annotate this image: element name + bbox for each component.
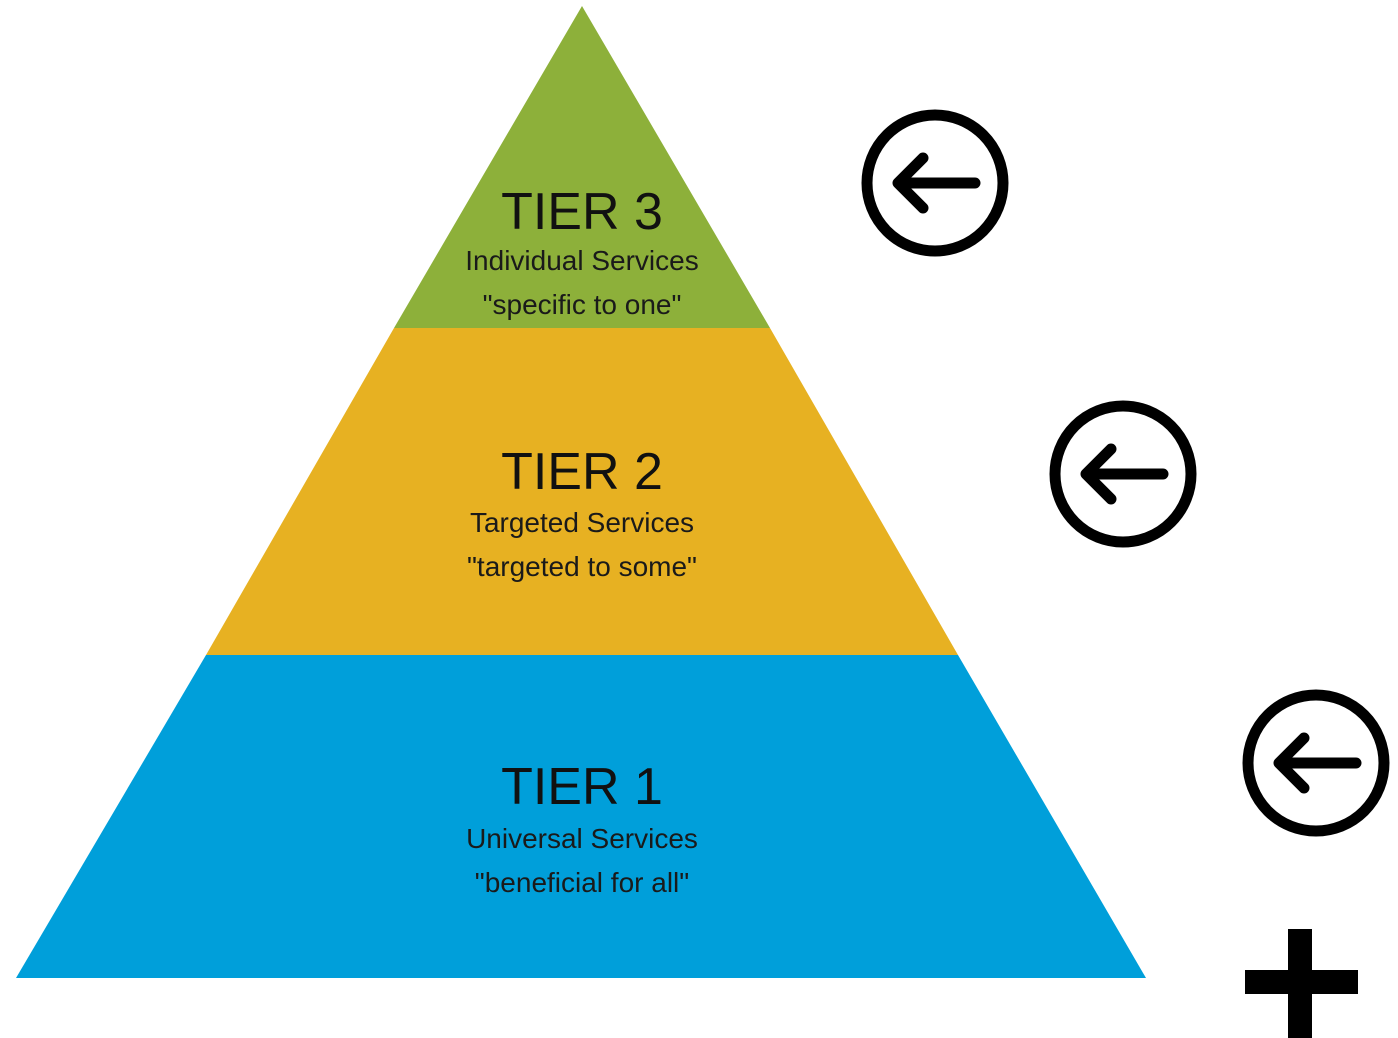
tier-3-tagline: "specific to one" [483, 289, 682, 320]
tier-1-title: TIER 1 [501, 758, 663, 816]
tier-1-band [16, 655, 1146, 978]
tier-3-subtitle: Individual Services [465, 245, 698, 276]
arrow-left-circle-icon [1049, 400, 1197, 548]
tier-1-section: TIER 1 Universal Services "beneficial fo… [16, 655, 1146, 978]
tier-3-section: TIER 3 Individual Services "specific to … [394, 6, 770, 328]
tier-2-title: TIER 2 [501, 443, 663, 501]
tier-3-title: TIER 3 [501, 183, 663, 241]
tier-2-section: TIER 2 Targeted Services "targeted to so… [206, 328, 958, 655]
tier-2-subtitle: Targeted Services [470, 507, 694, 538]
tier-3-band [394, 6, 770, 328]
arrow-left-circle-icon [861, 109, 1009, 257]
tier-1-tagline: "beneficial for all" [475, 867, 689, 898]
tier-2-tagline: "targeted to some" [467, 551, 697, 582]
arrow-left-circle-icon [1242, 689, 1390, 837]
tier-1-subtitle: Universal Services [466, 823, 698, 854]
plus-icon [1245, 929, 1358, 1038]
tier-2-band [206, 328, 958, 655]
